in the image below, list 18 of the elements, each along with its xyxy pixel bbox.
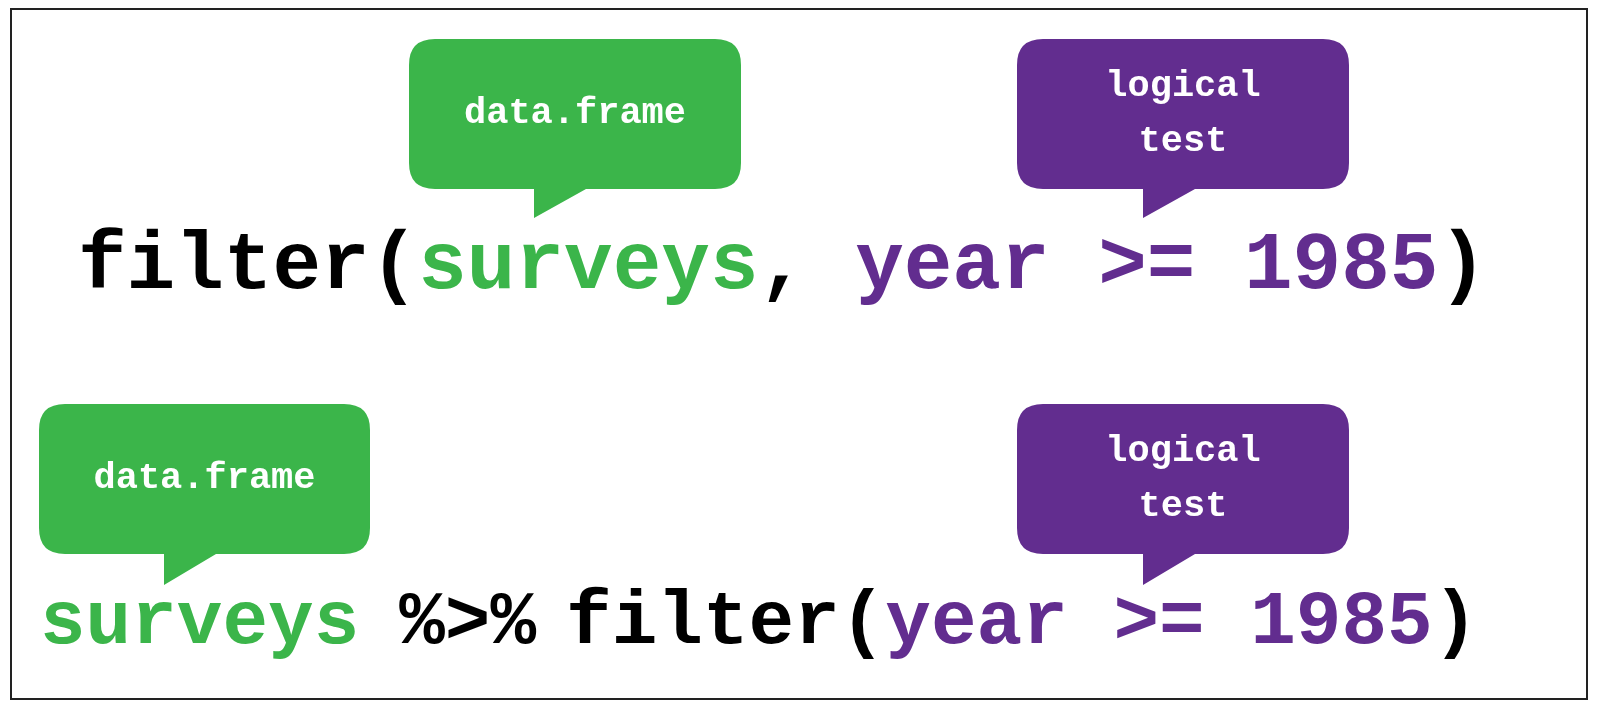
pipe-operator: %>% bbox=[399, 585, 537, 661]
code-text: filter( bbox=[78, 226, 419, 307]
code-text: ) bbox=[1432, 585, 1479, 661]
speech-bubble bbox=[39, 404, 370, 585]
code-text: , bbox=[758, 226, 808, 307]
code-argument: year >= 1985 bbox=[885, 585, 1433, 661]
bubble-label: data.frame bbox=[463, 91, 686, 137]
code-text: filter( bbox=[566, 585, 886, 661]
speech-bubble bbox=[409, 39, 741, 218]
code-argument: surveys bbox=[418, 226, 759, 307]
bubble-label: data.frame bbox=[93, 456, 316, 502]
bubble-label: logical test bbox=[1104, 63, 1262, 164]
speech-bubble bbox=[1017, 404, 1349, 585]
bubble-label: logical test bbox=[1104, 428, 1262, 529]
speech-bubble bbox=[1017, 39, 1349, 218]
code-argument: year >= 1985 bbox=[855, 226, 1439, 307]
code-text: ) bbox=[1438, 226, 1488, 307]
code-argument: surveys bbox=[40, 585, 360, 661]
